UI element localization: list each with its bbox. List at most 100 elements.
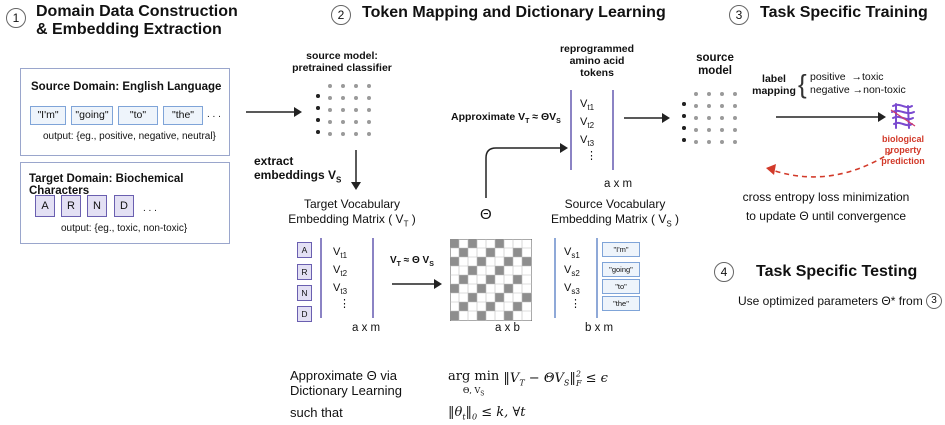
step-3-reference: 3 — [926, 293, 942, 309]
training-source-model-label: source model — [696, 52, 734, 77]
reprog-vector-t3: Vt3 — [580, 134, 595, 149]
arrow-to-reprogrammed-tokens — [485, 143, 568, 198]
source-embedding-matrix: Vs1 Vs2 Vs3 ⋮ — [554, 238, 598, 318]
target-output-text: output: {eg., toxic, non-toxic} — [61, 223, 188, 234]
target-vector-ellipsis: ⋮ — [339, 298, 350, 310]
target-vector-t3: Vt3 — [333, 282, 348, 297]
target-vocab-title-sub: T — [403, 219, 409, 229]
source-token: "going" — [71, 106, 113, 125]
arrow-to-prediction — [776, 112, 886, 122]
step-4-title: Task Specific Testing — [756, 263, 918, 280]
reprog-vector-t2: Vt2 — [580, 116, 595, 131]
label-mapping-list: positive →toxic negative →non-toxic — [810, 71, 906, 97]
target-aa-token: A — [297, 242, 312, 258]
extract-embeddings-text: extract embeddings V — [254, 154, 337, 182]
extract-embeddings-label: extract embeddings VS — [254, 154, 341, 187]
source-token: "the" — [163, 106, 203, 125]
source-output-text: output: {eg., positive, negative, neutra… — [43, 131, 216, 142]
target-vocab-title-line1: Target Vocabulary — [303, 197, 401, 211]
such-that-label: such that — [290, 405, 343, 420]
source-model-label: source model: pretrained classifier — [292, 50, 392, 74]
step-3-number: 3 — [729, 5, 749, 25]
label-mapping-positive: positive →toxic — [810, 71, 884, 83]
target-matrix-dim: a x m — [352, 322, 381, 334]
dictionary-line-1: Approximate Θ via — [290, 368, 397, 383]
theta-sparse-matrix — [450, 239, 532, 321]
label-mapping-negative: negative →non-toxic — [810, 84, 906, 96]
loss-line-2: to update Θ until convergence — [745, 209, 907, 223]
target-vocab-title-line2: Embedding Matrix ( V — [288, 212, 404, 226]
target-vector-t1: Vt1 — [333, 246, 348, 261]
source-vocab-token: "the" — [602, 296, 640, 311]
step-2-number: 2 — [331, 5, 351, 25]
theta-symbol: Θ — [480, 206, 492, 223]
target-domain-title: Target Domain: Biochemical Characters — [29, 173, 184, 197]
biological-prediction-label: biological property prediction — [881, 134, 925, 166]
target-vocab-title-close: ) — [408, 212, 416, 226]
sparsity-constraint: ‖θt‖0 ≤ k, ∀t — [448, 405, 526, 422]
source-vocab-token: "going" — [602, 262, 640, 277]
target-aa-token: D — [297, 306, 312, 322]
amino-acid-token: D — [114, 195, 134, 217]
step-1-title: Domain Data Construction & Embedding Ext… — [36, 3, 238, 39]
target-domain-panel: Target Domain: Biochemical Characters A … — [20, 162, 230, 244]
reprog-vector-t1: Vt1 — [580, 98, 595, 113]
step-4-number: 4 — [714, 262, 734, 282]
objective-norm: ‖VT − ΘVS‖2F ≤ ϵ — [503, 370, 608, 388]
arrow-to-training-model — [624, 113, 670, 123]
source-token: "to" — [118, 106, 158, 125]
loss-line-1: cross entropy loss minimization — [742, 190, 910, 204]
source-vector-s1: Vs1 — [564, 246, 580, 261]
argmin-text: arg min — [448, 369, 500, 384]
step-1-title-line1: Domain Data Construction — [36, 3, 238, 20]
source-vector-s2: Vs2 — [564, 264, 580, 279]
step-1-title-line2: & Embedding Extraction — [36, 21, 222, 38]
feedback-arrow-dashed — [766, 151, 893, 178]
mapping-equation: VT ≈ Θ VS — [390, 255, 434, 268]
source-vector-ellipsis: ⋮ — [570, 298, 581, 310]
amino-acid-token: R — [61, 195, 81, 217]
dictionary-learning-label: Approximate Θ via Dictionary Learning — [290, 368, 402, 398]
objective-formula: arg min Θ, VS ‖VT − ΘVS‖2F ≤ ϵ — [448, 370, 608, 401]
source-model-network-icon — [316, 84, 371, 136]
target-aa-token: N — [297, 285, 312, 301]
step-1-number: 1 — [6, 8, 26, 28]
arrow-down-extract — [351, 150, 361, 190]
source-token: "I'm" — [30, 106, 66, 125]
reprogrammed-token-matrix: Vt1 Vt2 Vt3 ⋮ — [570, 90, 614, 170]
source-vocab-title-line1: Source Vocabulary — [564, 197, 666, 211]
source-vocab-token: "to" — [602, 279, 640, 294]
reprog-vector-ellipsis: ⋮ — [586, 150, 597, 162]
source-vector-s3: Vs3 — [564, 282, 580, 297]
dictionary-line-2: Dictionary Learning — [290, 383, 403, 398]
arrow-to-theta-matrix — [392, 279, 442, 289]
source-matrix-dim: b x m — [585, 322, 614, 334]
reprog-matrix-dim: a x m — [604, 178, 633, 190]
source-vocab-title-close: ) — [671, 212, 680, 226]
target-token-ellipsis: . . . — [143, 203, 157, 214]
argmin-subscript: Θ, VS — [462, 386, 485, 398]
target-vocab-title: Target Vocabulary Embedding Matrix ( VT … — [282, 197, 422, 231]
loss-description: cross entropy loss minimization to updat… — [726, 188, 926, 226]
step-2-title: Token Mapping and Dictionary Learning — [362, 4, 666, 21]
amino-acid-token: A — [35, 195, 55, 217]
source-vocab-title-sub: S — [666, 219, 672, 229]
step-3-title: Task Specific Training — [760, 4, 928, 21]
extract-embeddings-sub: S — [336, 175, 342, 185]
reprogrammed-tokens-label: reprogrammed amino acid tokens — [559, 43, 635, 79]
protein-structure-icon — [890, 103, 916, 129]
source-domain-title: Source Domain: English Language — [31, 81, 222, 93]
arrow-to-source-model — [246, 107, 302, 117]
testing-description: Use optimized parameters Θ* from — [738, 294, 923, 308]
source-vocab-title: Source Vocabulary Embedding Matrix ( VS … — [540, 197, 690, 231]
target-vector-t2: Vt2 — [333, 264, 348, 279]
source-vocab-title-line2: Embedding Matrix ( V — [550, 212, 667, 226]
amino-acid-token: N — [87, 195, 107, 217]
source-domain-panel: Source Domain: English Language "I'm" "g… — [20, 68, 230, 156]
training-model-network-icon — [682, 92, 737, 144]
label-mapping-label: label mapping — [752, 73, 796, 97]
approximate-equation-label: Approximate VT ≈ ΘVS — [451, 111, 561, 126]
source-token-ellipsis: . . . — [207, 109, 221, 120]
target-aa-token: R — [297, 264, 312, 280]
source-vocab-token: "I'm" — [602, 242, 640, 257]
